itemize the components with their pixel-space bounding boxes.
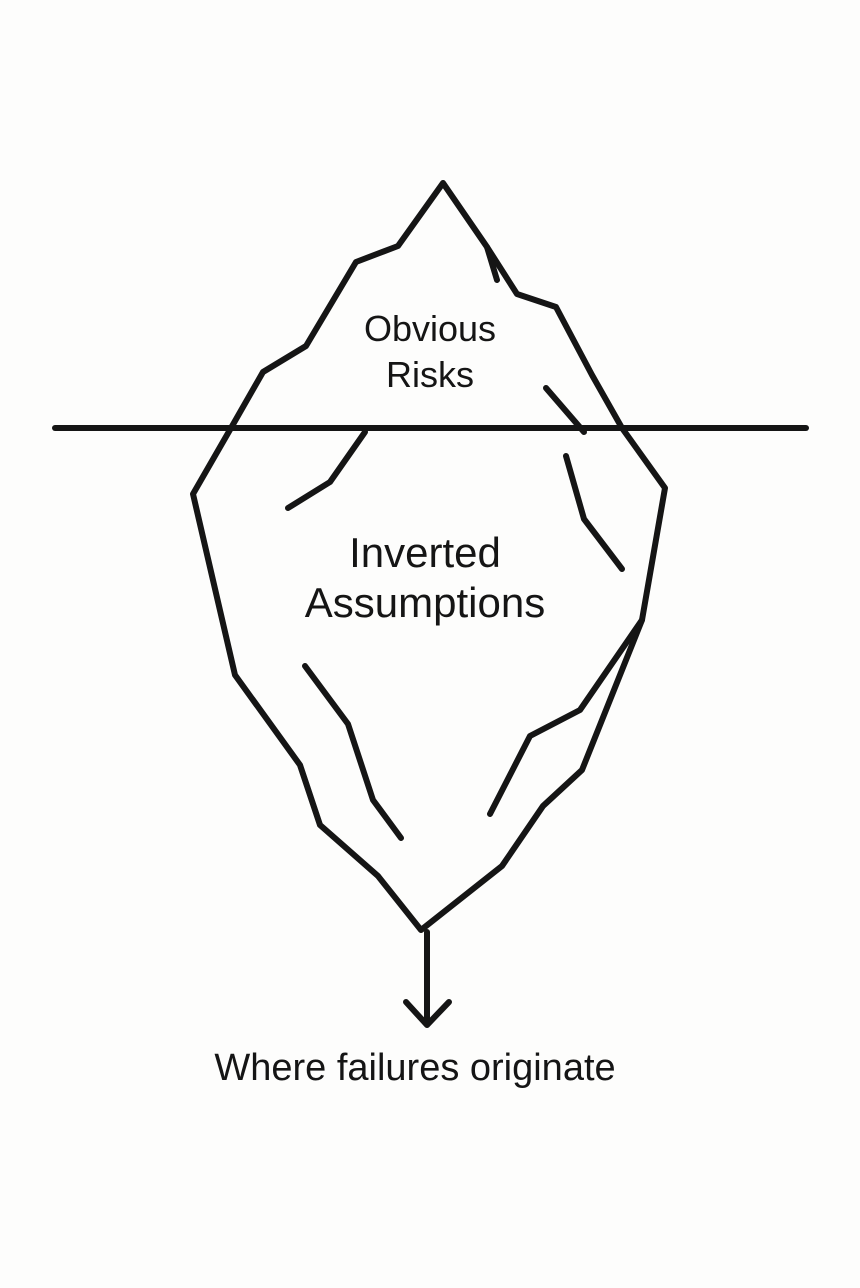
crack-upper-right-a	[543, 385, 587, 435]
inverted-assumptions-label: Inverted Assumptions	[240, 528, 610, 628]
crack-lower-right	[487, 617, 645, 817]
summit-facet	[484, 244, 500, 283]
obvious-risks-line-2: Risks	[386, 354, 474, 395]
iceberg-outline	[190, 180, 668, 933]
inverted-assumptions-line-2: Assumptions	[304, 579, 546, 626]
crack-upper-right-b	[563, 453, 625, 572]
inverted-assumptions-line-1: Inverted	[349, 529, 501, 576]
obvious-risks-line-1: Obvious	[363, 308, 497, 349]
crack-lower-left	[302, 663, 404, 841]
arrow-head	[403, 999, 452, 1028]
crack-upper-left	[285, 429, 368, 511]
obvious-risks-label: Obvious Risks	[330, 306, 530, 398]
failure-origin-caption: Where failures originate	[214, 1047, 616, 1089]
